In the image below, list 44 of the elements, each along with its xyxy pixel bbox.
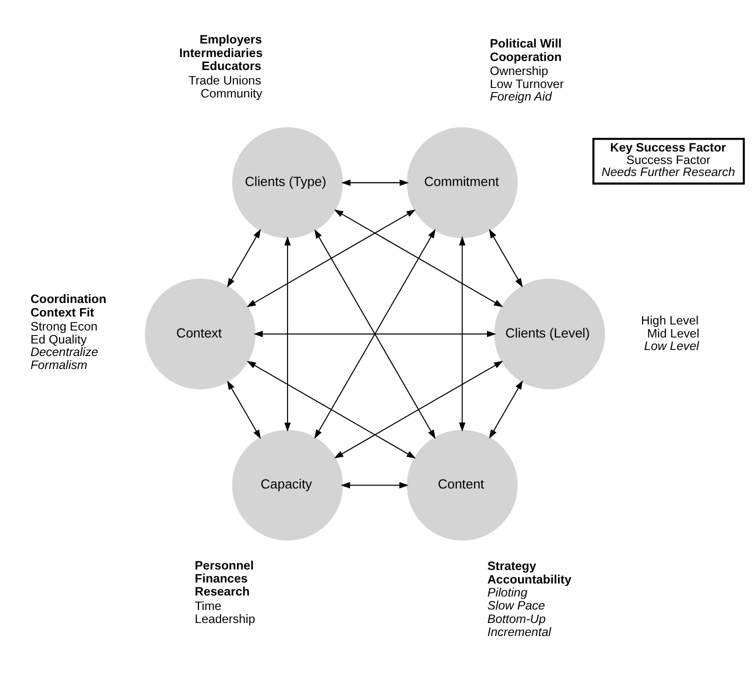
- node-label: Educators: [202, 59, 262, 74]
- arrow: [246, 210, 416, 308]
- node-label: Strong Econ: [30, 320, 98, 334]
- node-label: Community: [200, 86, 262, 100]
- arrow: [227, 228, 261, 288]
- node-label: Ownership: [490, 64, 548, 78]
- node-label: Mid Level: [647, 326, 700, 341]
- node-label: Time: [194, 598, 222, 613]
- arrow: [488, 228, 523, 288]
- node-label: Political Will: [490, 36, 562, 51]
- node-label: Low Level: [644, 338, 699, 353]
- arrow: [246, 360, 416, 458]
- arrow: [340, 482, 408, 488]
- arrow: [284, 236, 291, 432]
- arrow: [254, 330, 496, 338]
- arrow: [459, 236, 466, 432]
- node-label: Leadership: [194, 612, 256, 626]
- node-label: Accountability: [487, 572, 572, 586]
- node-label: High Level: [641, 313, 699, 328]
- node-label: Research: [194, 584, 250, 599]
- node-label: Formalism: [30, 358, 88, 372]
- node-label: Ed Quality: [30, 332, 87, 347]
- node-label: Personnel: [194, 558, 254, 572]
- node-label: Strategy: [487, 559, 536, 574]
- node-label: Finances: [194, 572, 248, 586]
- node-label: Slow Pace: [487, 598, 545, 613]
- node-label: Coordination: [30, 292, 106, 306]
- arrow: [341, 179, 409, 186]
- arrow: [227, 380, 261, 440]
- node-label: Context Fit: [30, 305, 94, 320]
- node-label: Piloting: [487, 586, 528, 600]
- node-box: Key Success Factor Success Factor Needs Further Research: [592, 138, 745, 185]
- node-label: Cooperation: [490, 50, 562, 64]
- arrow: [489, 380, 523, 439]
- arrow: [334, 360, 504, 458]
- node-label: Trade Unions: [188, 73, 262, 88]
- node-label: Employers: [200, 32, 262, 47]
- node-label: Bottom-Up: [487, 612, 546, 626]
- node-label: Foreign Aid: [490, 89, 552, 104]
- node-label: Decentralize: [30, 344, 98, 359]
- node-label: Low Turnover: [490, 77, 564, 92]
- node-label: Intermediaries: [179, 46, 263, 60]
- arrow: [334, 210, 504, 308]
- node-label: Incremental: [487, 625, 552, 640]
